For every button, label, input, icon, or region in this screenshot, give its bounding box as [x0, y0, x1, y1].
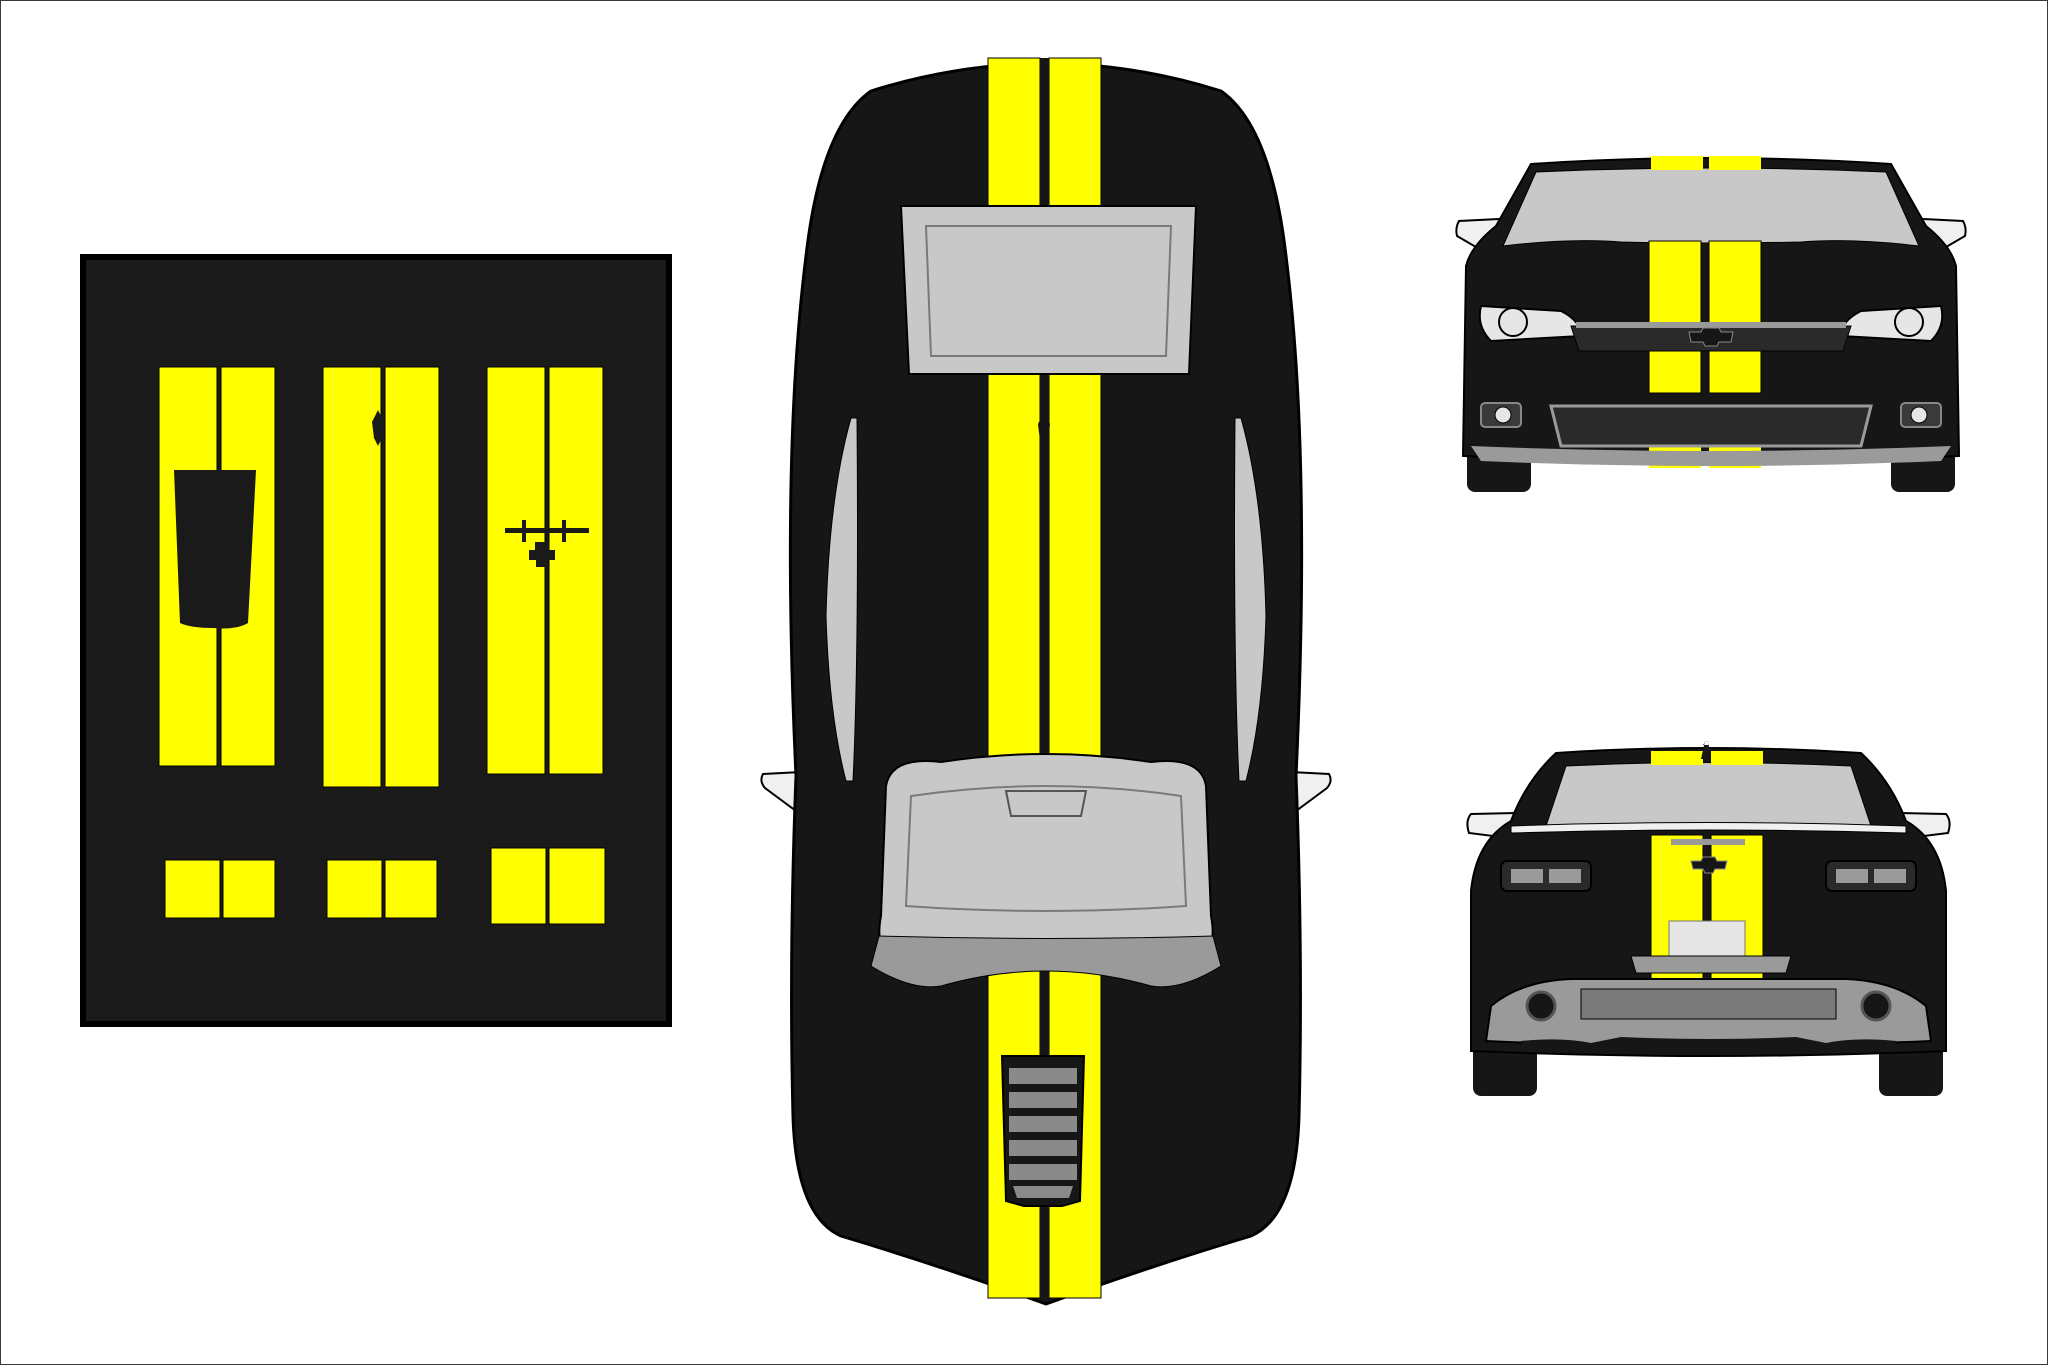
right-side-window [1234, 417, 1267, 782]
windshield [1502, 167, 1920, 247]
stripe-piece [222, 859, 276, 919]
car-front-view [1455, 156, 1967, 492]
antenna-icon [1038, 411, 1050, 448]
left-rear-tire [1473, 1041, 1537, 1096]
hood-scoop-cutout [174, 470, 256, 629]
right-exhaust-icon [1860, 990, 1892, 1022]
windshield-lower-trim [870, 935, 1222, 988]
rear-bumper-recess [1630, 955, 1792, 974]
diffuser-center-panel [1580, 988, 1837, 1020]
car-rear-view [1466, 741, 1951, 1096]
spoiler-emblem-cutout [505, 520, 589, 567]
rear-window-defroster [924, 225, 1173, 357]
stripe-piece [164, 859, 221, 919]
trunk-spoiler [1510, 822, 1907, 834]
antenna-notch [372, 410, 384, 446]
right-rear-tire [1879, 1041, 1943, 1096]
stripe-piece [384, 366, 440, 788]
stripe-piece [384, 859, 438, 919]
trunk-stripe-pieces [486, 366, 604, 775]
right-headlight-ring [1894, 307, 1924, 337]
left-headlight-ring [1498, 307, 1528, 337]
bowtie-emblem-icon [1688, 327, 1734, 347]
lower-intake [1549, 404, 1873, 448]
right-tail-light-icon [1825, 860, 1917, 892]
stripe-piece [326, 859, 383, 919]
stripe-piece [548, 847, 606, 925]
antenna-icon [1701, 741, 1711, 759]
stripe-piece [486, 366, 546, 775]
hood-stripe-pieces [158, 366, 276, 767]
windshield-inner-line [904, 785, 1188, 912]
stripe-piece [490, 847, 547, 925]
stripe-piece [322, 366, 382, 788]
hood-vent-icon [1000, 1055, 1086, 1207]
rear-window [1545, 762, 1872, 827]
left-exhaust-icon [1525, 990, 1557, 1022]
grille-chrome-bar [1576, 322, 1846, 328]
left-tail-light-icon [1500, 860, 1592, 892]
diffuser-lower-edge [1521, 1037, 1896, 1054]
car-top-view [760, 57, 1332, 1306]
bowtie-emblem-icon [1690, 856, 1728, 874]
front-splitter [1471, 446, 1951, 466]
stripe-kit-panel [80, 254, 672, 1027]
third-brake-light [1671, 839, 1745, 845]
rear-window [899, 205, 1198, 375]
right-fog-lamp [1910, 406, 1928, 424]
roof-stripe-pieces [322, 366, 440, 788]
stripe-kit-svg [158, 366, 606, 925]
stripe-piece [548, 366, 604, 775]
left-fog-lamp [1494, 406, 1512, 424]
rearview-mirror-mount [1004, 790, 1088, 817]
short-stripe-pieces [164, 847, 606, 925]
license-plate [1668, 920, 1746, 962]
left-side-window [825, 417, 858, 782]
